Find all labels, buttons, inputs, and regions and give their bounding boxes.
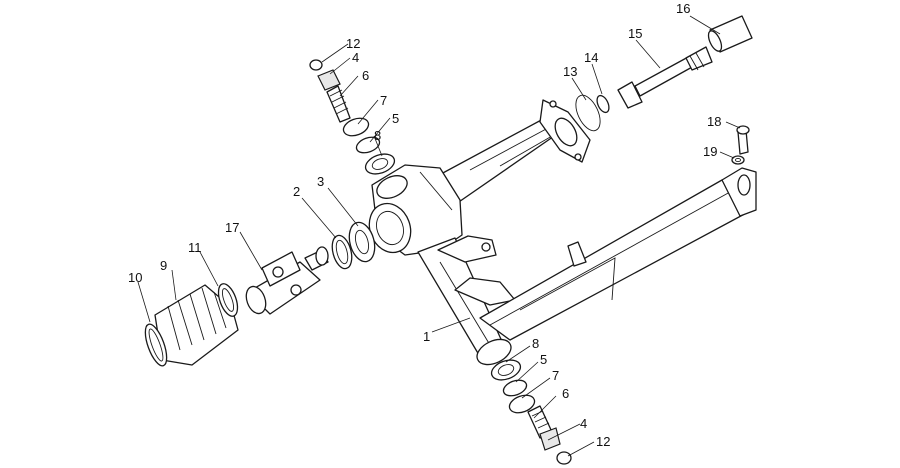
tube-flange [539, 99, 591, 163]
bolt-washer [731, 155, 745, 165]
universal-joint [245, 246, 329, 315]
callout-7-top: 7 [380, 93, 387, 108]
callout-7-bottom: 7 [552, 368, 559, 383]
washer-ring [596, 94, 610, 114]
callout-6-bottom: 6 [562, 386, 569, 401]
callout-5-bottom: 5 [540, 352, 547, 367]
callout-labels: 12 4 6 7 5 8 2 3 17 10 9 11 1 8 5 7 6 4 … [128, 1, 721, 449]
callout-19: 19 [703, 144, 717, 159]
callout-12-top: 12 [346, 36, 360, 51]
callout-2: 2 [293, 184, 300, 199]
callout-15: 15 [628, 26, 642, 41]
callout-12-bottom: 12 [596, 434, 610, 449]
callout-4-bottom: 4 [580, 416, 587, 431]
clamp-ring-large [144, 323, 168, 367]
callout-3: 3 [317, 174, 324, 189]
callout-16: 16 [676, 1, 690, 16]
arm-leg [417, 235, 516, 366]
axle-bolt [736, 125, 750, 155]
callout-1: 1 [423, 329, 430, 344]
top-bearing-stack [309, 59, 396, 175]
o-ring [575, 94, 601, 132]
pivot-housing [368, 164, 463, 256]
callout-18: 18 [707, 114, 721, 129]
callout-5-top: 5 [392, 111, 399, 126]
coupling-sleeve [707, 15, 753, 53]
callout-4-top: 4 [352, 50, 359, 65]
drive-shaft [617, 46, 713, 109]
callout-10: 10 [128, 270, 142, 285]
callout-9: 9 [160, 258, 167, 273]
callout-8-bottom: 8 [532, 336, 539, 351]
callout-13: 13 [563, 64, 577, 79]
callout-11: 11 [188, 240, 202, 255]
leader-lines [137, 15, 741, 457]
clamp-ring-small [217, 283, 239, 317]
callout-6-top: 6 [362, 68, 369, 83]
callout-17: 17 [225, 220, 239, 235]
callout-14: 14 [584, 50, 598, 65]
seal-rings [331, 221, 376, 270]
callout-8-top: 8 [374, 128, 381, 143]
swing-arm [479, 167, 757, 341]
